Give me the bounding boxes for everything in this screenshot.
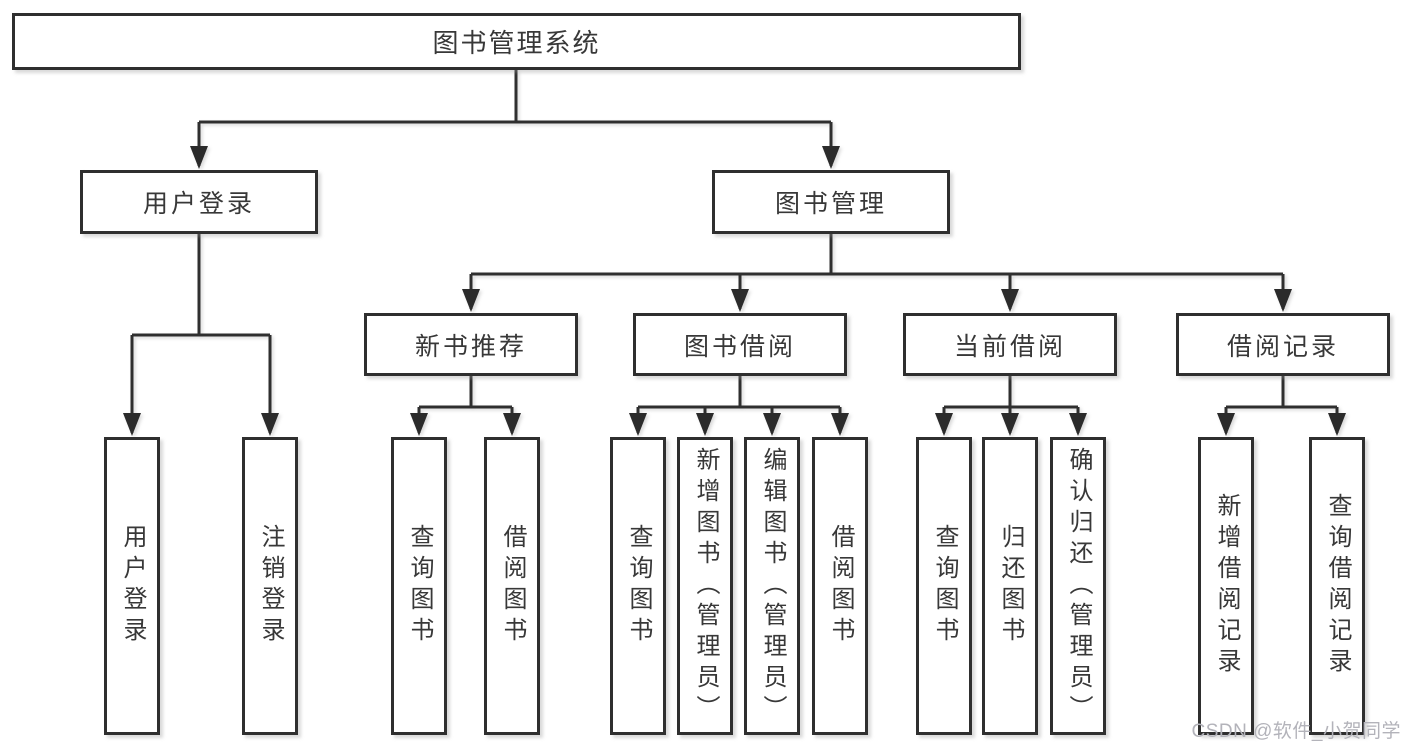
connector-user-login <box>123 234 279 436</box>
arrowhead-down <box>763 413 781 436</box>
node-library-system: 图书管理系统 <box>12 13 1021 70</box>
arrowhead-down <box>831 413 849 436</box>
leaf-add-book-admin: 新增图书（管理员） <box>677 437 733 735</box>
arrowhead-down <box>822 146 840 169</box>
arrowhead-down <box>1001 413 1019 436</box>
connector-borrowing-records <box>1217 376 1346 436</box>
leaf-return-books: 归还图书 <box>982 437 1038 735</box>
arrowhead-down <box>696 413 714 436</box>
leaf-query-borrow-record: 查询借阅记录 <box>1309 437 1365 735</box>
leaf-confirm-return-admin: 确认归还（管理员） <box>1050 437 1106 735</box>
node-borrowing-records: 借阅记录 <box>1176 313 1390 376</box>
node-book-management: 图书管理 <box>712 170 950 234</box>
leaf-edit-book-admin: 编辑图书（管理员） <box>744 437 800 735</box>
node-book-borrowing: 图书借阅 <box>633 313 847 376</box>
arrowhead-down <box>629 413 647 436</box>
arrowhead-down <box>261 413 279 436</box>
leaf-logout: 注销登录 <box>242 437 298 735</box>
leaf-add-borrow-record: 新增借阅记录 <box>1198 437 1254 735</box>
arrowhead-down <box>935 413 953 436</box>
node-new-book-recommendation: 新书推荐 <box>364 313 578 376</box>
arrowhead-down <box>1274 289 1292 312</box>
node-current-borrowing: 当前借阅 <box>903 313 1117 376</box>
leaf-query-books-recommend: 查询图书 <box>391 437 447 735</box>
arrowhead-down <box>1328 413 1346 436</box>
arrowhead-down <box>731 289 749 312</box>
leaf-query-books-borrowing: 查询图书 <box>610 437 666 735</box>
leaf-query-books-current: 查询图书 <box>916 437 972 735</box>
arrowhead-down <box>503 413 521 436</box>
arrowhead-down <box>410 413 428 436</box>
watermark: CSDN @软件_小贺同学 <box>1191 721 1401 742</box>
connector-root <box>190 70 840 169</box>
connector-book-borrowing <box>629 376 849 436</box>
leaf-borrow-books-borrowing: 借阅图书 <box>812 437 868 735</box>
node-user-login: 用户登录 <box>80 170 318 234</box>
arrowhead-down <box>123 413 141 436</box>
connector-new-book-recommendation <box>410 376 521 436</box>
arrowhead-down <box>1217 413 1235 436</box>
leaf-user-login: 用户登录 <box>104 437 160 735</box>
connector-book-management <box>462 234 1292 312</box>
arrowhead-down <box>190 146 208 169</box>
arrowhead-down <box>1001 289 1019 312</box>
leaf-borrow-books-recommend: 借阅图书 <box>484 437 540 735</box>
arrowhead-down <box>462 289 480 312</box>
arrowhead-down <box>1069 413 1087 436</box>
connector-current-borrowing <box>935 376 1087 436</box>
